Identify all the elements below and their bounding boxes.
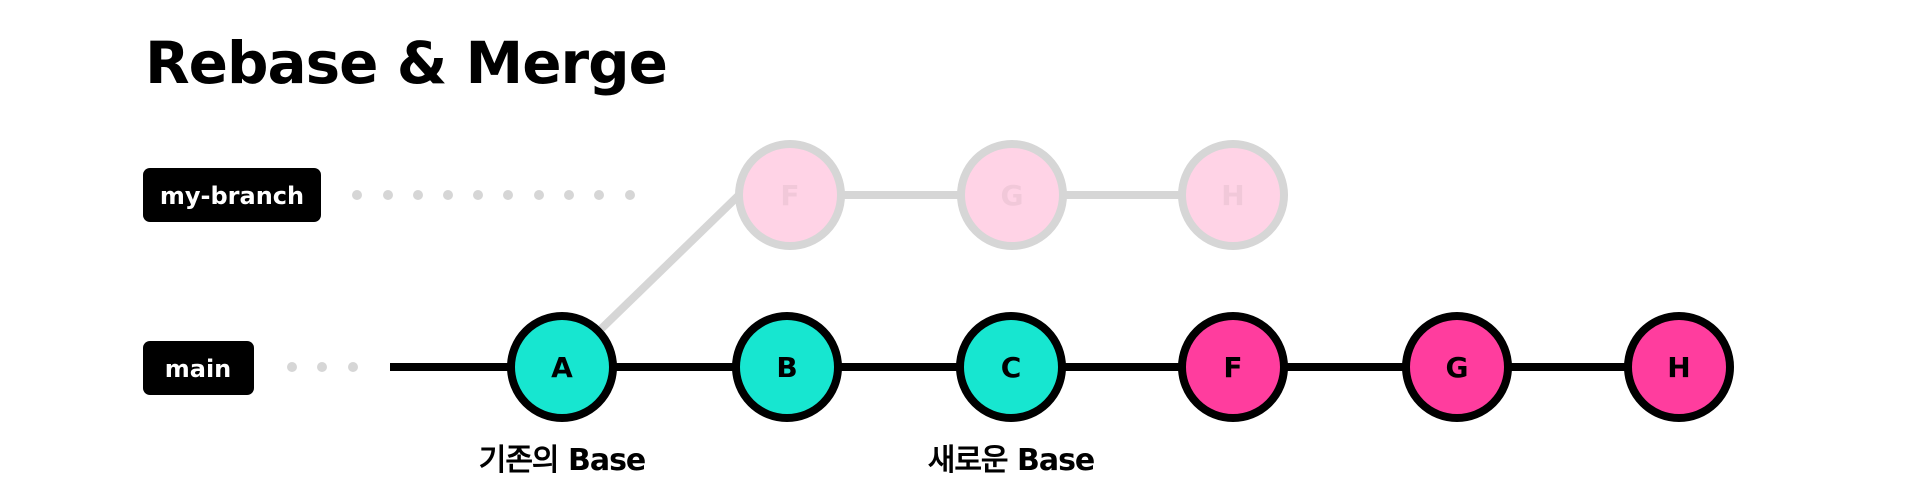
commit-a-label: A	[551, 351, 573, 384]
rebased-commit-f: F	[1178, 312, 1288, 422]
ghost-commit-f-label: F	[780, 179, 799, 212]
caption-new-base: 새로운 Base	[928, 443, 1095, 478]
rebased-commit-g-label: G	[1446, 351, 1469, 384]
commit-b: B	[732, 312, 842, 422]
main-dots	[287, 362, 358, 372]
branch-label-main: main	[143, 341, 254, 395]
my-branch-dots	[352, 190, 635, 200]
branch-label-main-text: main	[165, 355, 232, 383]
ghost-commit-g-label: G	[1001, 179, 1024, 212]
branch-label-my-branch-text: my-branch	[160, 182, 304, 210]
ghost-commit-h: H	[1178, 140, 1288, 250]
ghost-commit-g: G	[957, 140, 1067, 250]
page-title: Rebase & Merge	[145, 29, 668, 97]
commit-a: A	[507, 312, 617, 422]
commit-c-label: C	[1001, 351, 1022, 384]
rebased-commit-h: H	[1624, 312, 1734, 422]
rebased-commit-g: G	[1402, 312, 1512, 422]
ghost-branch-connector	[597, 193, 741, 333]
rebased-commit-f-label: F	[1223, 351, 1242, 384]
commit-c: C	[956, 312, 1066, 422]
rebased-commit-h-label: H	[1667, 351, 1690, 384]
commit-b-label: B	[776, 351, 797, 384]
caption-old-base: 기존의 Base	[479, 443, 646, 478]
branch-label-my-branch: my-branch	[143, 168, 321, 222]
ghost-commit-f: F	[735, 140, 845, 250]
ghost-commit-h-label: H	[1221, 179, 1244, 212]
